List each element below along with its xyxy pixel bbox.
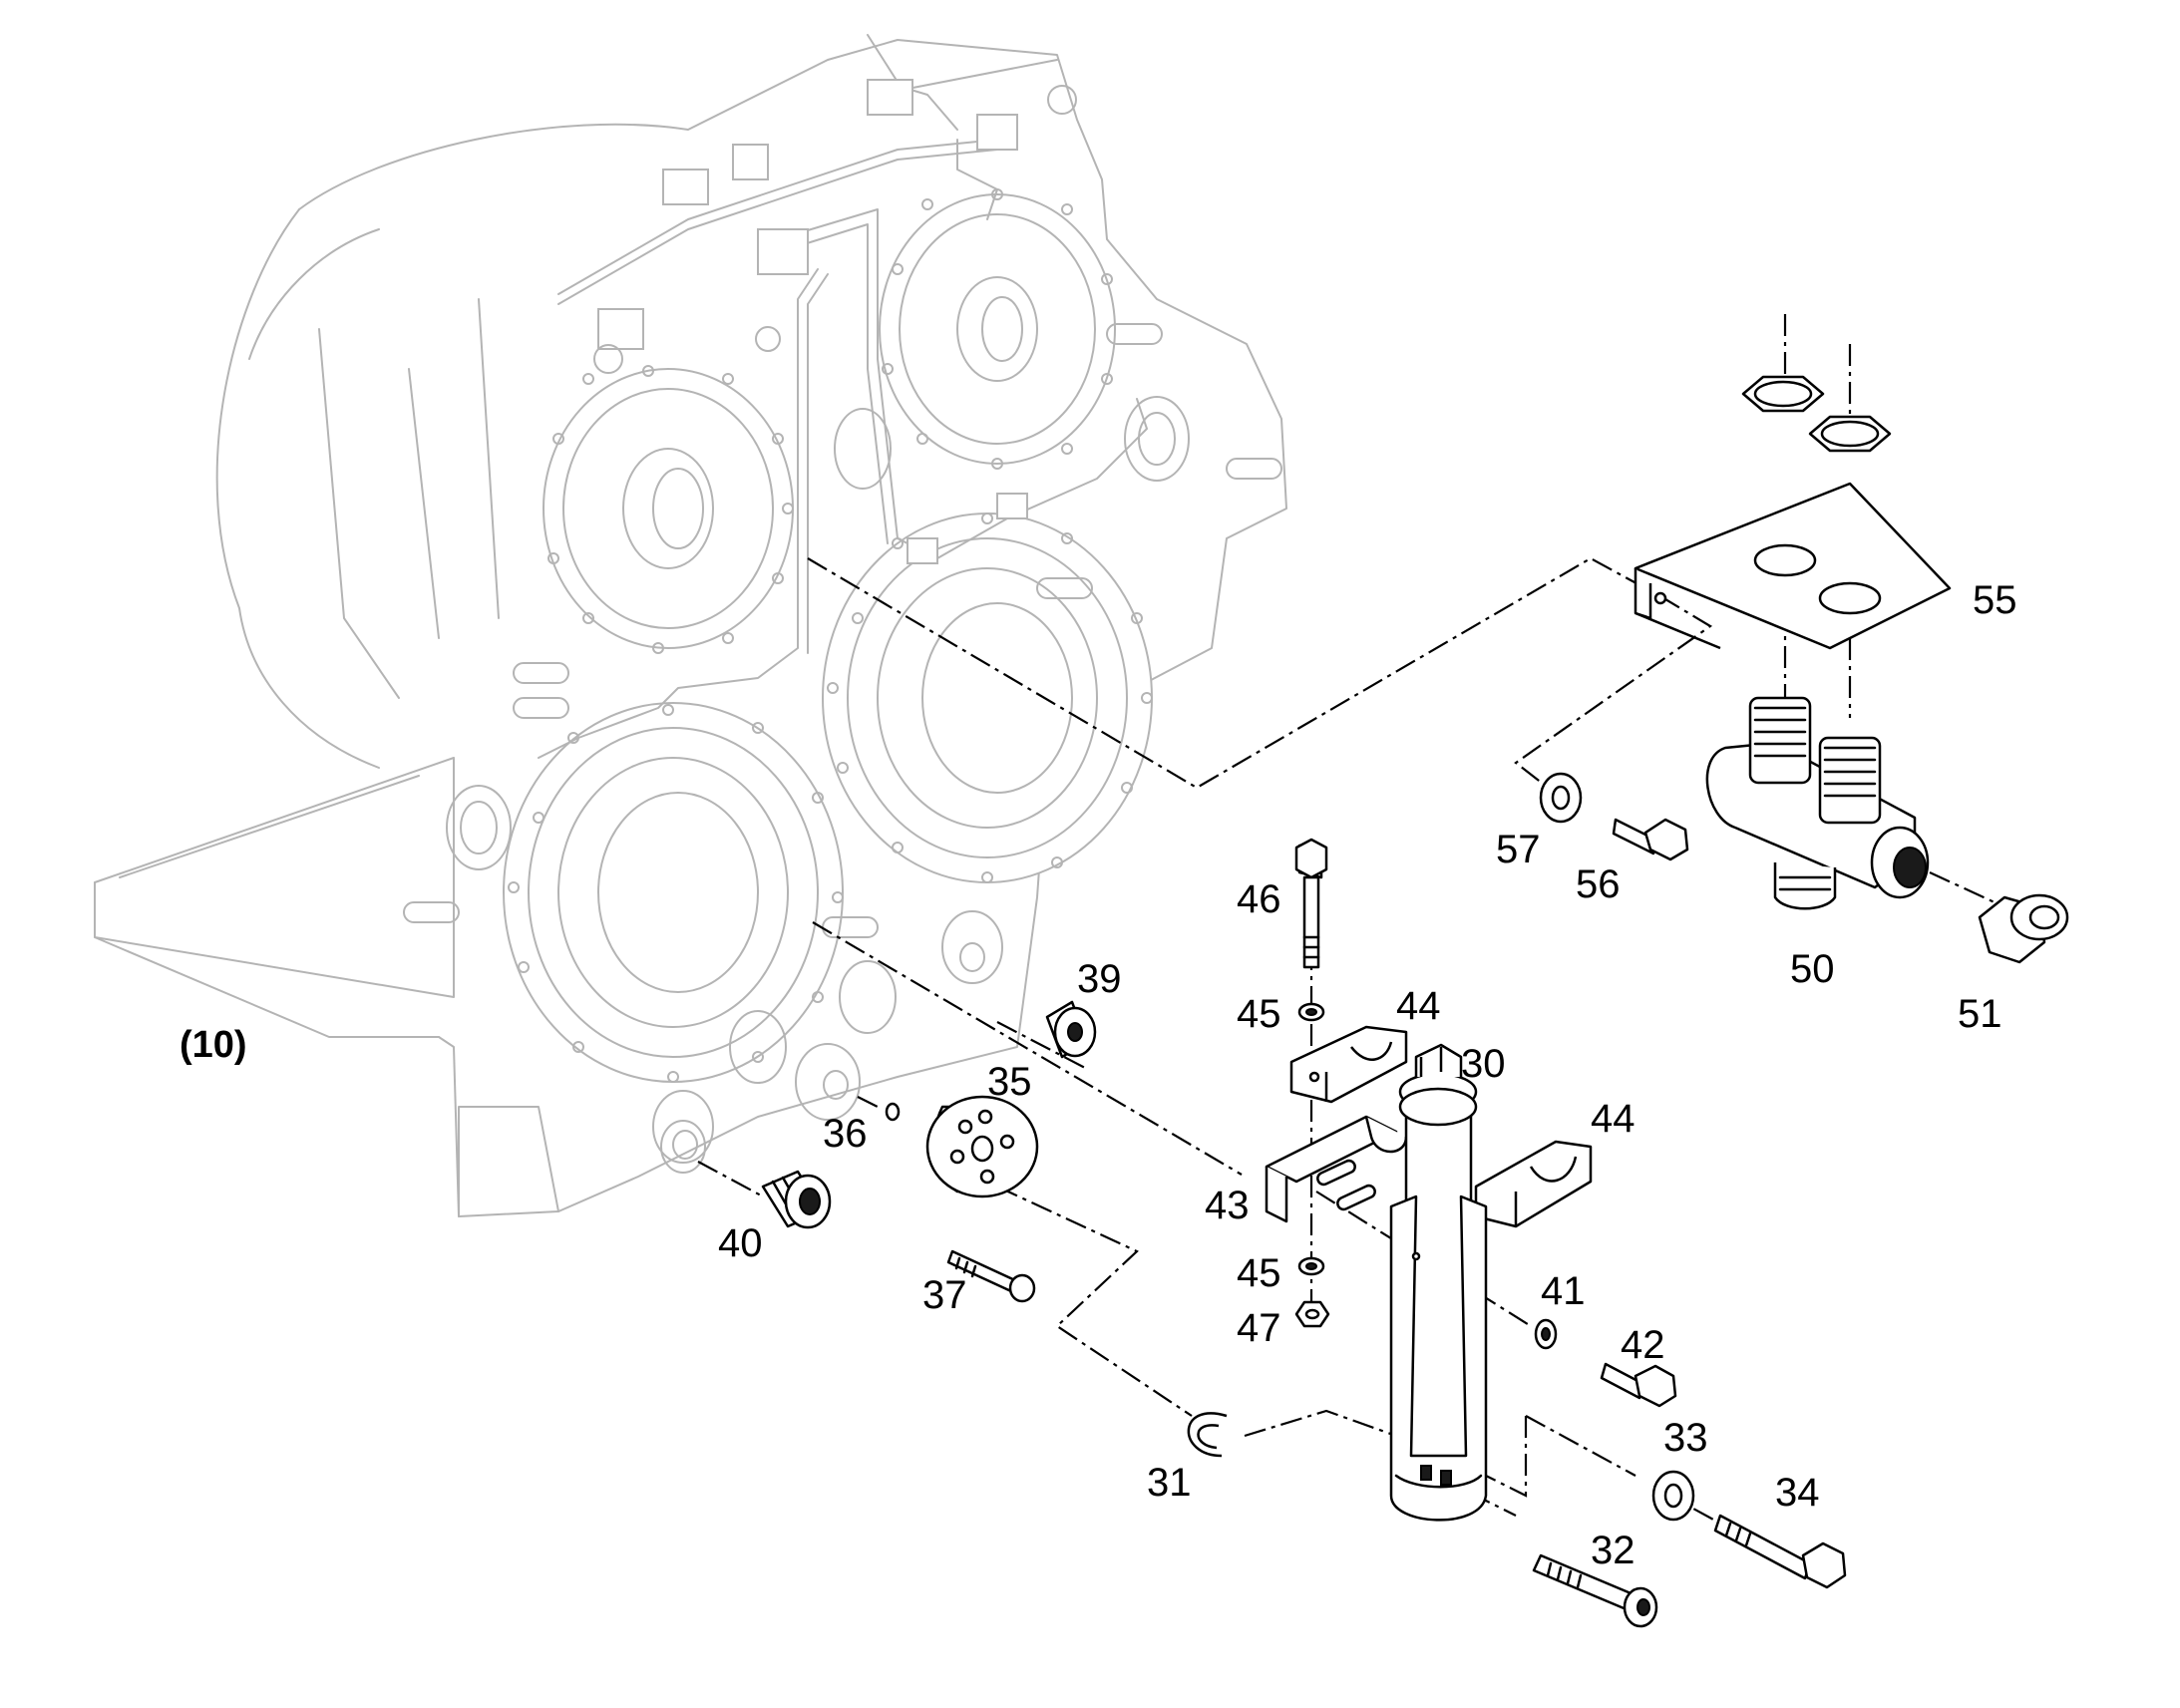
- callout-31: 31: [1147, 1461, 1192, 1505]
- callout-labels: (10) 55 57 56 50 51 46 45 44 30 44 43 45…: [180, 578, 2017, 1572]
- callout-43: 43: [1205, 1184, 1250, 1227]
- nut-47: [1294, 1300, 1330, 1328]
- callout-35: 35: [987, 1060, 1032, 1104]
- callout-40: 40: [718, 1221, 763, 1265]
- snap-ring-31: [1187, 1412, 1228, 1458]
- washer-33: [1651, 1470, 1695, 1522]
- callout-55: 55: [1973, 578, 2017, 622]
- bolt-42: [1600, 1362, 1677, 1408]
- callout-34: 34: [1775, 1471, 1820, 1515]
- o-ring-36: [885, 1102, 901, 1122]
- flange-cover-35: [925, 1095, 1039, 1198]
- washer-45-lower: [1297, 1256, 1325, 1276]
- callout-47: 47: [1237, 1306, 1281, 1350]
- bracket-plate-55: [1634, 482, 1952, 650]
- gearbox-housing: [94, 34, 1287, 1217]
- nut-upper-right: [1808, 415, 1892, 453]
- screw-37: [946, 1249, 1036, 1303]
- callout-36: 36: [823, 1112, 868, 1156]
- washer-45-upper: [1297, 1002, 1325, 1022]
- clamp-44-lower: [1474, 1140, 1593, 1228]
- clamp-44-upper: [1289, 1025, 1408, 1104]
- callout-39: 39: [1077, 957, 1122, 1001]
- bolt-46: [1294, 838, 1328, 969]
- callout-56: 56: [1576, 862, 1621, 906]
- callout-51: 51: [1958, 992, 2002, 1036]
- assembly-label: (10): [180, 1024, 247, 1066]
- callout-45-lower: 45: [1237, 1251, 1281, 1295]
- manifold-block-50: [1705, 696, 1930, 910]
- bolt-32: [1532, 1553, 1658, 1628]
- washer-41: [1534, 1318, 1558, 1350]
- callout-32: 32: [1591, 1529, 1635, 1572]
- bolt-34: [1713, 1514, 1847, 1589]
- callout-44-lower: 44: [1591, 1097, 1635, 1141]
- washer-57: [1539, 772, 1583, 824]
- callout-42: 42: [1621, 1323, 1665, 1367]
- callout-44-upper: 44: [1396, 984, 1441, 1028]
- elbow-fitting-51: [1978, 893, 2069, 964]
- callout-46: 46: [1237, 877, 1281, 921]
- callout-37: 37: [922, 1273, 967, 1317]
- callout-41: 41: [1541, 1269, 1586, 1313]
- callout-45-upper: 45: [1237, 992, 1281, 1036]
- bracket-43: [1265, 1115, 1408, 1223]
- plug-40: [761, 1170, 832, 1229]
- plug-39: [1045, 1000, 1097, 1059]
- bolt-56: [1612, 818, 1689, 861]
- callout-57: 57: [1496, 828, 1541, 871]
- callout-50: 50: [1790, 947, 1835, 991]
- callout-33: 33: [1663, 1416, 1708, 1460]
- cylinder-30: [1389, 1043, 1488, 1522]
- nut-upper-left: [1741, 375, 1825, 413]
- callout-30: 30: [1461, 1042, 1506, 1086]
